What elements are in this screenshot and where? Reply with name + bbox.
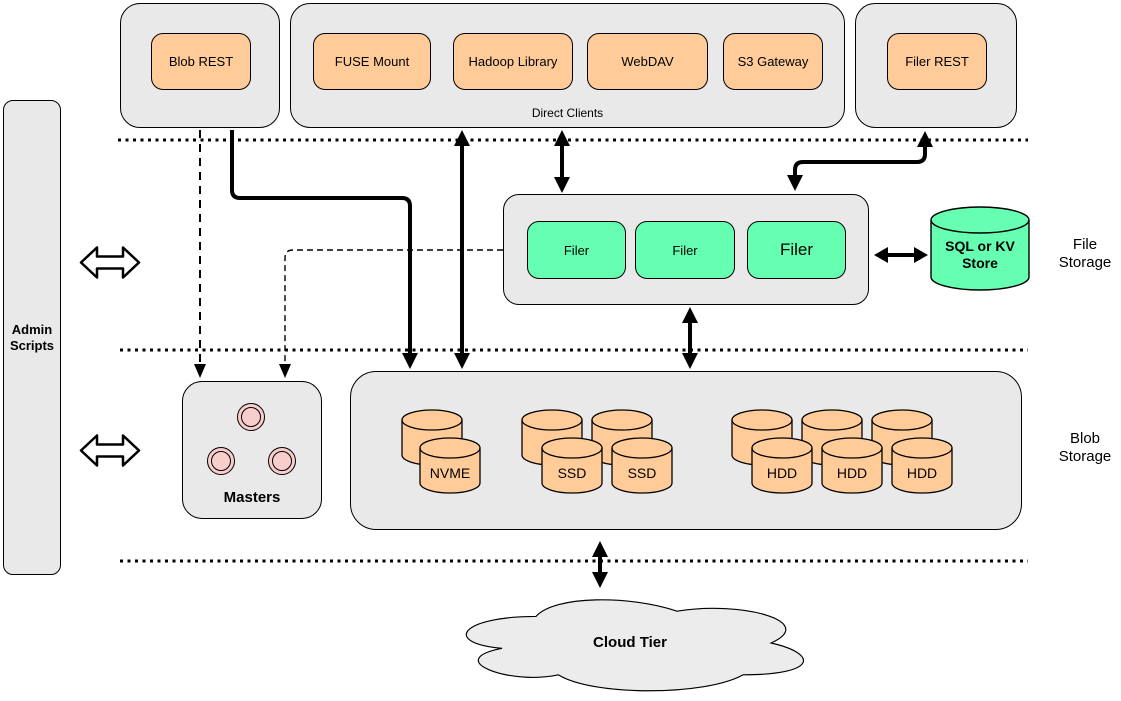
filer-rest-box: Filer REST (887, 33, 987, 90)
master-node-1-core (241, 407, 261, 427)
blob-rest-box: Blob REST (151, 33, 251, 90)
admin-scripts-panel: Admin Scripts (3, 100, 61, 575)
masters-group: Masters (182, 381, 322, 519)
sql-kv-store-cylinder: SQL or KV Store (930, 205, 1030, 293)
webdav-label: WebDAV (621, 54, 674, 69)
hdd-cylinder-2: HDD (821, 436, 883, 494)
filer-box-1: Filer (527, 221, 626, 279)
master-node-1 (237, 403, 265, 431)
arrow-filers-kvstore (874, 247, 928, 263)
masters-label: Masters (223, 489, 281, 506)
cloud-outline (465, 599, 804, 692)
filer-label-3: Filer (779, 240, 814, 259)
hadoop-library-box: Hadoop Library (453, 33, 573, 90)
filer-rest-group: Filer REST (855, 3, 1017, 128)
file-storage-layer-label: File Storage (1058, 236, 1112, 271)
arrow-directclients-filers (554, 130, 570, 193)
filer-box-3: Filer (747, 221, 846, 279)
arrow-blobrest-to-blobstorage (230, 130, 418, 369)
dashed-arrow-filers-to-masters (279, 249, 503, 378)
nvme-cylinder: NVME (419, 436, 481, 494)
cloud-tier-label: Cloud Tier (593, 634, 667, 651)
hdd-cylinder-1: HDD (751, 436, 813, 494)
hdd-label-3: HDD (906, 465, 938, 481)
hdd-label-2: HDD (836, 465, 868, 481)
arrow-filerrest-filers (787, 131, 933, 191)
filer-cluster-group: Filer Filer Filer (503, 194, 869, 305)
s3-gateway-label: S3 Gateway (737, 54, 809, 69)
master-node-2 (207, 447, 235, 475)
direct-clients-group: FUSE Mount Hadoop Library WebDAV S3 Gate… (290, 3, 845, 128)
blob-storage-group: NVME SSD SSD HDD (350, 371, 1022, 530)
filer-rest-label: Filer REST (905, 54, 969, 69)
master-node-3-core (272, 451, 292, 471)
master-node-3 (268, 447, 296, 475)
hadoop-library-label: Hadoop Library (468, 54, 558, 69)
ssd-label-2: SSD (627, 465, 657, 481)
s3-gateway-box: S3 Gateway (723, 33, 823, 90)
ssd-cylinder-2: SSD (611, 436, 673, 494)
arrow-filers-blobstorage (682, 307, 698, 369)
sql-kv-store-label: SQL or KV Store (945, 238, 1015, 271)
ssd-label-1: SSD (557, 465, 587, 481)
fuse-mount-box: FUSE Mount (313, 33, 431, 90)
admin-link-blob-storage-arrow (79, 434, 141, 467)
admin-link-file-storage-arrow (79, 246, 141, 279)
dashed-arrow-blobrest-to-masters (194, 130, 206, 378)
arrow-blobstorage-cloud (592, 541, 608, 588)
blob-storage-layer-label: Blob Storage (1058, 430, 1112, 465)
webdav-box: WebDAV (587, 33, 708, 90)
admin-scripts-label: Admin Scripts (9, 321, 55, 353)
blob-rest-label: Blob REST (168, 54, 234, 69)
hdd-cylinder-3: HDD (891, 436, 953, 494)
filer-label-1: Filer (563, 242, 590, 258)
nvme-label: NVME (429, 465, 471, 481)
ssd-cylinder-1: SSD (541, 436, 603, 494)
cloud-tier-shape: Cloud Tier (435, 588, 825, 698)
cylinder-shape (930, 206, 1030, 291)
filer-label-2: Filer (672, 242, 698, 258)
fuse-mount-label: FUSE Mount (334, 54, 410, 69)
direct-clients-caption: Direct Clients (531, 106, 604, 120)
master-node-2-core (211, 451, 231, 471)
filer-box-2: Filer (635, 221, 735, 279)
hdd-label-1: HDD (766, 465, 798, 481)
arrow-directclients-blobstorage (454, 130, 470, 369)
blob-rest-group: Blob REST (120, 3, 280, 128)
